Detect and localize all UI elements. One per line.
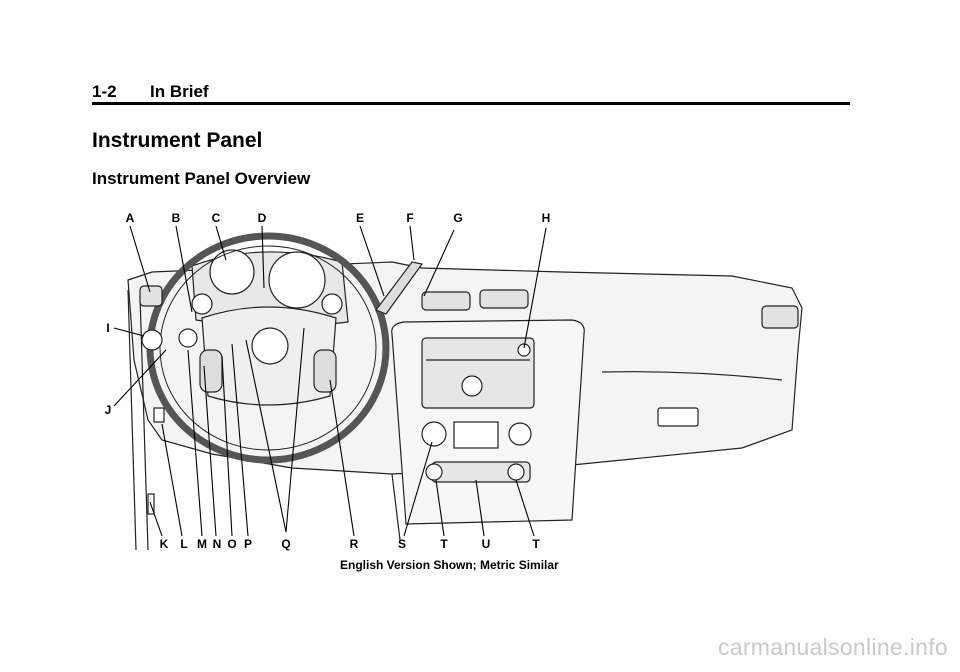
page-header: 1-2 In Brief	[92, 80, 850, 104]
section-title: In Brief	[150, 82, 209, 101]
callout-m: M	[197, 537, 207, 551]
page-title: Instrument Panel	[92, 129, 263, 152]
gauge-speedo	[268, 251, 326, 309]
left-wheel-controls	[199, 349, 223, 393]
instrument-panel-illustration: A B C D E F G H I J K L M N O P Q R S T …	[105, 211, 803, 551]
watermark: carmanualsonline.info	[717, 634, 948, 660]
callout-u: U	[482, 537, 491, 551]
door-pillar	[127, 289, 149, 551]
gauge-tach	[209, 249, 255, 295]
callout-i: I	[106, 321, 109, 335]
headlamp-switch	[141, 329, 163, 351]
callout-r: R	[350, 537, 359, 551]
callout-d: D	[258, 211, 267, 225]
right-wheel-controls	[313, 349, 337, 393]
callout-l: L	[180, 537, 187, 551]
glove-box	[601, 371, 783, 381]
callout-n: N	[213, 537, 222, 551]
section-heading: Instrument Panel Overview	[92, 169, 311, 188]
callout-t-2: T	[532, 537, 540, 551]
center-vent-left	[421, 291, 471, 311]
callout-p: P	[244, 537, 252, 551]
glove-box-latch	[657, 407, 699, 427]
callout-q: Q	[281, 537, 290, 551]
callout-c: C	[212, 211, 221, 225]
radio-unit	[421, 337, 535, 409]
callout-s: S	[398, 537, 406, 551]
figure-caption: English Version Shown; Metric Similar	[340, 558, 559, 572]
control-switch-left	[153, 407, 165, 423]
callout-f: F	[406, 211, 413, 225]
climate-knob	[421, 421, 447, 447]
header-rule	[92, 102, 850, 105]
callout-j: J	[105, 403, 112, 417]
callout-g: G	[453, 211, 462, 225]
callout-h: H	[542, 211, 551, 225]
turn-signal-lever	[375, 261, 424, 315]
right-side-vent	[761, 305, 799, 329]
page-number: 1-2	[92, 82, 117, 101]
callout-b: B	[172, 211, 181, 225]
callout-k: K	[160, 537, 169, 551]
callout-a: A	[126, 211, 135, 225]
horn-pad	[251, 327, 289, 365]
callout-o: O	[227, 537, 236, 551]
callout-e: E	[356, 211, 364, 225]
center-vent-right	[479, 289, 529, 309]
left-side-vent	[139, 285, 163, 307]
callout-t: T	[440, 537, 448, 551]
